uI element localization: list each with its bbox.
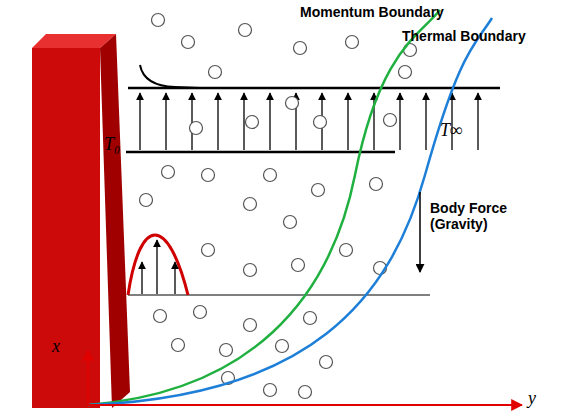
- gravity-arrow: [419, 192, 421, 272]
- boundary-label: Thermal Boundary: [402, 28, 526, 44]
- velocity-profile: [128, 235, 188, 295]
- velocity-arrows: [140, 93, 478, 150]
- axis-label: x: [52, 336, 60, 357]
- plate-side: [100, 34, 130, 408]
- edge-curve: [140, 65, 200, 88]
- profile-base: [128, 295, 430, 296]
- momentum-boundary-curve: [88, 10, 440, 405]
- y-axis: [88, 404, 522, 406]
- reference-line: [126, 151, 395, 154]
- plate-front: [32, 48, 100, 408]
- boundary-label: Momentum Boundary: [300, 4, 444, 20]
- x-axis: [87, 350, 89, 405]
- axis-label: y: [528, 388, 536, 409]
- profile-arrows: [142, 240, 175, 294]
- temperature-label: T∞: [440, 120, 463, 141]
- temperature-label: T₀: [104, 134, 120, 155]
- particles: [140, 14, 417, 399]
- force-label: Body Force (Gravity): [430, 200, 550, 232]
